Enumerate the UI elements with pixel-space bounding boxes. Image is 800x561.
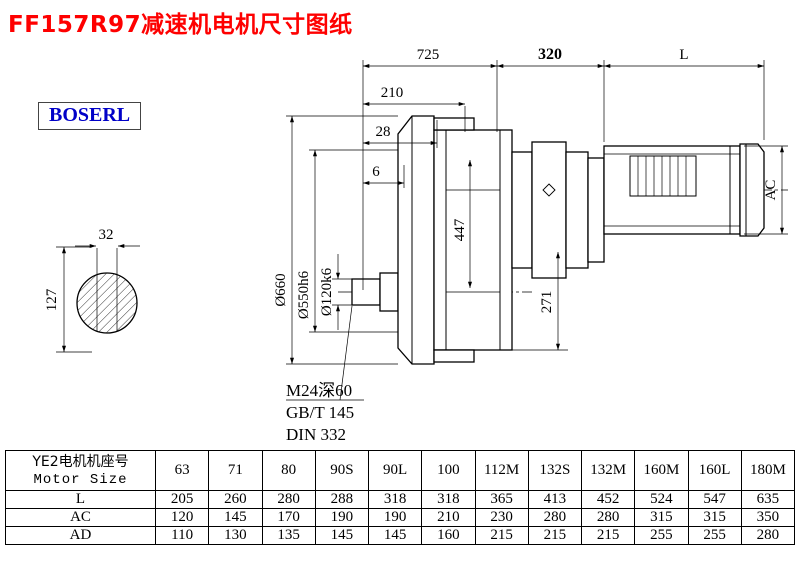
cell-L: 365 (474, 490, 529, 509)
cell-AD: 255 (687, 526, 742, 545)
size-col-header: 132M (580, 450, 636, 491)
shaft-end-notes: M24深60 GB/T 145 DIN 332 (286, 305, 364, 444)
dim-shaft-120k6: Ø120k6 (319, 267, 335, 316)
table-header-row: YE2电机机座号 Motor Size 63 71 80 90S 90L 100… (5, 450, 796, 491)
cell-AD: 255 (634, 526, 689, 545)
cell-AD: 215 (580, 526, 636, 545)
size-col-header: 90L (367, 450, 423, 491)
header-en: Motor Size (33, 471, 128, 488)
note-thread: M24深60 (286, 381, 352, 400)
size-col-header: 63 (154, 450, 210, 491)
cell-L: 318 (367, 490, 423, 509)
cell-AD: 280 (740, 526, 796, 545)
cell-L: 635 (740, 490, 796, 509)
dim-447: 447 (452, 218, 468, 241)
cell-AC: 315 (634, 508, 689, 527)
size-col-header: 160L (687, 450, 742, 491)
cell-AD: 145 (367, 526, 423, 545)
terminal-box (629, 155, 697, 197)
dim-210: 210 (381, 85, 404, 101)
dim-725: 725 (417, 47, 440, 63)
shaft-cross-section: 32 127 (44, 227, 140, 353)
row-label-AC: AC (5, 508, 156, 527)
table-row-AD: AD 110 130 135 145 145 160 215 215 215 2… (5, 526, 796, 545)
dim-L: L (679, 47, 688, 63)
cell-AC: 190 (314, 508, 370, 527)
size-col-header: 90S (314, 450, 370, 491)
fan-cover (739, 143, 765, 237)
cell-AD: 215 (527, 526, 583, 545)
size-col-header: 132S (527, 450, 583, 491)
cell-AC: 210 (421, 508, 476, 527)
output-shaft (351, 272, 399, 312)
note-gb-standard: GB/T 145 (286, 403, 354, 422)
cell-L: 452 (580, 490, 636, 509)
gearbox-housing (433, 117, 513, 363)
cell-AC: 190 (367, 508, 423, 527)
dim-6: 6 (372, 164, 380, 180)
gear-unit-side-view (338, 115, 788, 365)
cell-AD: 135 (261, 526, 316, 545)
header-cn: YE2电机机座号 (32, 453, 129, 470)
cell-AD: 130 (208, 526, 263, 545)
dim-271: 271 (539, 291, 555, 314)
cell-AD: 110 (154, 526, 210, 545)
dim-320: 320 (538, 46, 562, 63)
cell-AC: 280 (527, 508, 583, 527)
cell-L: 260 (208, 490, 263, 509)
cell-L: 413 (527, 490, 583, 509)
technical-drawing: 32 127 (44, 46, 788, 444)
row-label-AD: AD (5, 526, 156, 545)
cell-L: 524 (634, 490, 689, 509)
page-title: FF157R97减速机电机尺寸图纸 (8, 12, 353, 38)
cell-L: 318 (421, 490, 476, 509)
cell-AC: 120 (154, 508, 210, 527)
cell-L: 205 (154, 490, 210, 509)
table-row-AC: AC 120 145 170 190 190 210 230 280 280 3… (5, 508, 796, 527)
cell-AD: 145 (314, 526, 370, 545)
size-col-header: 112M (474, 450, 529, 491)
table-row-L: L 205 260 280 288 318 318 365 413 452 52… (5, 490, 796, 509)
size-col-header: 100 (421, 450, 476, 491)
dim-keyway-32: 32 (99, 227, 114, 243)
size-col-header: 180M (740, 450, 796, 491)
dim-spigot-550h6: Ø550h6 (296, 270, 312, 319)
dim-AC: AC (763, 180, 779, 201)
dim-flange-od-660: Ø660 (273, 273, 289, 306)
input-adapter (511, 141, 605, 279)
cell-AD: 215 (474, 526, 529, 545)
cell-L: 280 (261, 490, 316, 509)
motor-body (603, 143, 765, 237)
dim-127: 127 (44, 288, 60, 311)
motor-size-header-cell: YE2电机机座号 Motor Size (5, 450, 156, 491)
dimensions: 725 320 L 210 28 6 Ø660 Ø550h6 Ø120k6 44… (273, 46, 788, 365)
cell-AC: 145 (208, 508, 263, 527)
dim-28: 28 (376, 124, 391, 140)
mounting-flange (397, 115, 435, 365)
brand-mark-diamond (542, 183, 556, 197)
cell-AC: 280 (580, 508, 636, 527)
shaft-bore-circle (76, 272, 138, 334)
motor-size-table: YE2电机机座号 Motor Size 63 71 80 90S 90L 100… (5, 450, 796, 545)
row-label-L: L (5, 490, 156, 509)
note-din-standard: DIN 332 (286, 425, 346, 444)
cell-AC: 230 (474, 508, 529, 527)
cell-L: 288 (314, 490, 370, 509)
cell-AC: 170 (261, 508, 316, 527)
cell-AD: 160 (421, 526, 476, 545)
size-col-header: 80 (261, 450, 316, 491)
cell-AC: 315 (687, 508, 742, 527)
cell-L: 547 (687, 490, 742, 509)
size-col-header: 71 (208, 450, 263, 491)
brand-logo: BOSERL (38, 102, 142, 130)
cell-AC: 350 (740, 508, 796, 527)
size-col-header: 160M (634, 450, 689, 491)
